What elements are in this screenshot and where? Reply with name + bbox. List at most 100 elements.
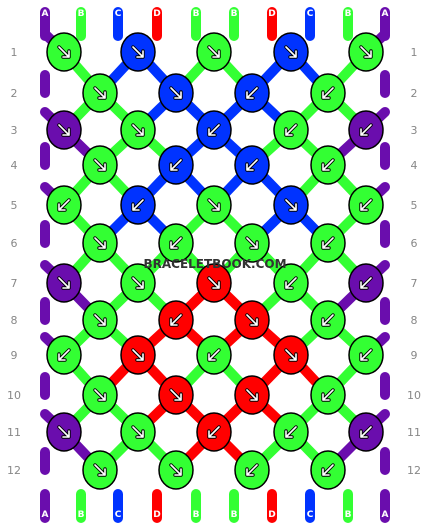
row-number-left: 2 [11, 87, 18, 100]
bottom-string-label: A [382, 510, 389, 520]
knot-arrow-icon [285, 349, 297, 361]
knot-arrow-icon [94, 87, 106, 99]
knot-arrow-icon [170, 87, 182, 99]
row-number-right: 3 [411, 124, 418, 137]
knot-arrow-icon [94, 237, 106, 249]
row-number-left: 8 [11, 314, 18, 327]
row-number-left: 7 [11, 277, 18, 290]
top-string-label: C [307, 9, 314, 19]
top-string-label: D [268, 9, 275, 19]
knot-arrow-icon [132, 46, 144, 58]
knot-arrow-icon [246, 314, 258, 326]
knot-arrow-icon [208, 124, 220, 136]
row-number-right: 1 [411, 46, 418, 59]
knot-arrow-icon [208, 349, 220, 361]
knot-arrow-icon [360, 426, 372, 438]
knot-layer [46, 32, 384, 490]
row-number-right: 6 [411, 237, 418, 250]
row-number-right: 11 [407, 426, 421, 439]
knot-arrow-icon [208, 199, 220, 211]
knot-arrow-icon [285, 46, 297, 58]
bottom-string-label: B [193, 510, 200, 520]
top-string-label: A [42, 9, 49, 19]
knot-arrow-icon [58, 426, 70, 438]
knot-arrow-icon [132, 277, 144, 289]
knot-arrow-icon [322, 464, 334, 476]
row-number-left: 9 [11, 349, 18, 362]
knot-arrow-icon [170, 464, 182, 476]
knot-arrow-icon [285, 426, 297, 438]
knot-arrow-icon [94, 159, 106, 171]
knot-arrow-icon [285, 277, 297, 289]
bottom-string-label: B [345, 510, 352, 520]
top-string-label: D [153, 9, 160, 19]
bottom-string-label: C [115, 510, 122, 520]
knot-arrow-icon [132, 349, 144, 361]
top-string-label: C [115, 9, 122, 19]
knot-arrow-icon [58, 124, 70, 136]
knot-arrow-icon [360, 199, 372, 211]
knot-arrow-icon [322, 159, 334, 171]
knot-arrow-icon [58, 46, 70, 58]
knot-arrow-icon [246, 159, 258, 171]
knot-arrow-icon [285, 199, 297, 211]
row-number-left: 6 [11, 237, 18, 250]
knot-arrow-icon [322, 314, 334, 326]
top-string-label: B [231, 9, 238, 19]
knot-arrow-icon [58, 277, 70, 289]
bottom-string-label: C [307, 510, 314, 520]
row-number-right: 5 [411, 199, 418, 212]
knot-arrow-icon [170, 314, 182, 326]
knot-arrow-icon [322, 237, 334, 249]
knot-arrow-icon [58, 349, 70, 361]
watermark-layer: BRACELETBOOK.COM [143, 257, 286, 271]
knot-arrow-icon [94, 389, 106, 401]
bottom-string-label: B [78, 510, 85, 520]
top-string-label: B [78, 9, 85, 19]
knot-arrow-icon [170, 389, 182, 401]
row-number-right: 9 [411, 349, 418, 362]
row-number-left: 5 [11, 199, 18, 212]
bottom-string-label: B [231, 510, 238, 520]
knot-arrow-icon [132, 124, 144, 136]
top-string-label: B [345, 9, 352, 19]
row-number-left: 3 [11, 124, 18, 137]
knot-arrow-icon [208, 277, 220, 289]
row-number-left: 10 [7, 389, 21, 402]
knot-arrow-icon [170, 159, 182, 171]
knot-arrow-icon [170, 237, 182, 249]
bottom-string-label: A [42, 510, 49, 520]
row-number-right: 8 [411, 314, 418, 327]
row-number-left: 11 [7, 426, 21, 439]
top-string-label: B [193, 9, 200, 19]
knot-arrow-icon [360, 277, 372, 289]
knot-arrow-icon [246, 237, 258, 249]
bottom-string-label: D [153, 510, 160, 520]
row-number-left: 12 [7, 464, 21, 477]
row-number-right: 4 [411, 159, 418, 172]
knot-arrow-icon [360, 349, 372, 361]
knot-arrow-icon [208, 46, 220, 58]
top-string-label: A [382, 9, 389, 19]
knot-arrow-icon [322, 389, 334, 401]
knot-arrow-icon [94, 314, 106, 326]
knot-arrow-icon [246, 464, 258, 476]
knot-arrow-icon [246, 389, 258, 401]
row-number-left: 4 [11, 159, 18, 172]
row-number-left: 1 [11, 46, 18, 59]
knot-arrow-icon [132, 426, 144, 438]
bottom-string-label: D [268, 510, 275, 520]
row-number-right: 2 [411, 87, 418, 100]
knot-arrow-icon [360, 46, 372, 58]
row-number-right: 12 [407, 464, 421, 477]
knot-arrow-icon [360, 124, 372, 136]
knot-arrow-icon [58, 199, 70, 211]
knot-arrow-icon [94, 464, 106, 476]
watermark-text: BRACELETBOOK.COM [143, 257, 286, 271]
knot-arrow-icon [132, 199, 144, 211]
row-number-right: 10 [407, 389, 421, 402]
knot-arrow-icon [285, 124, 297, 136]
knot-arrow-icon [246, 87, 258, 99]
